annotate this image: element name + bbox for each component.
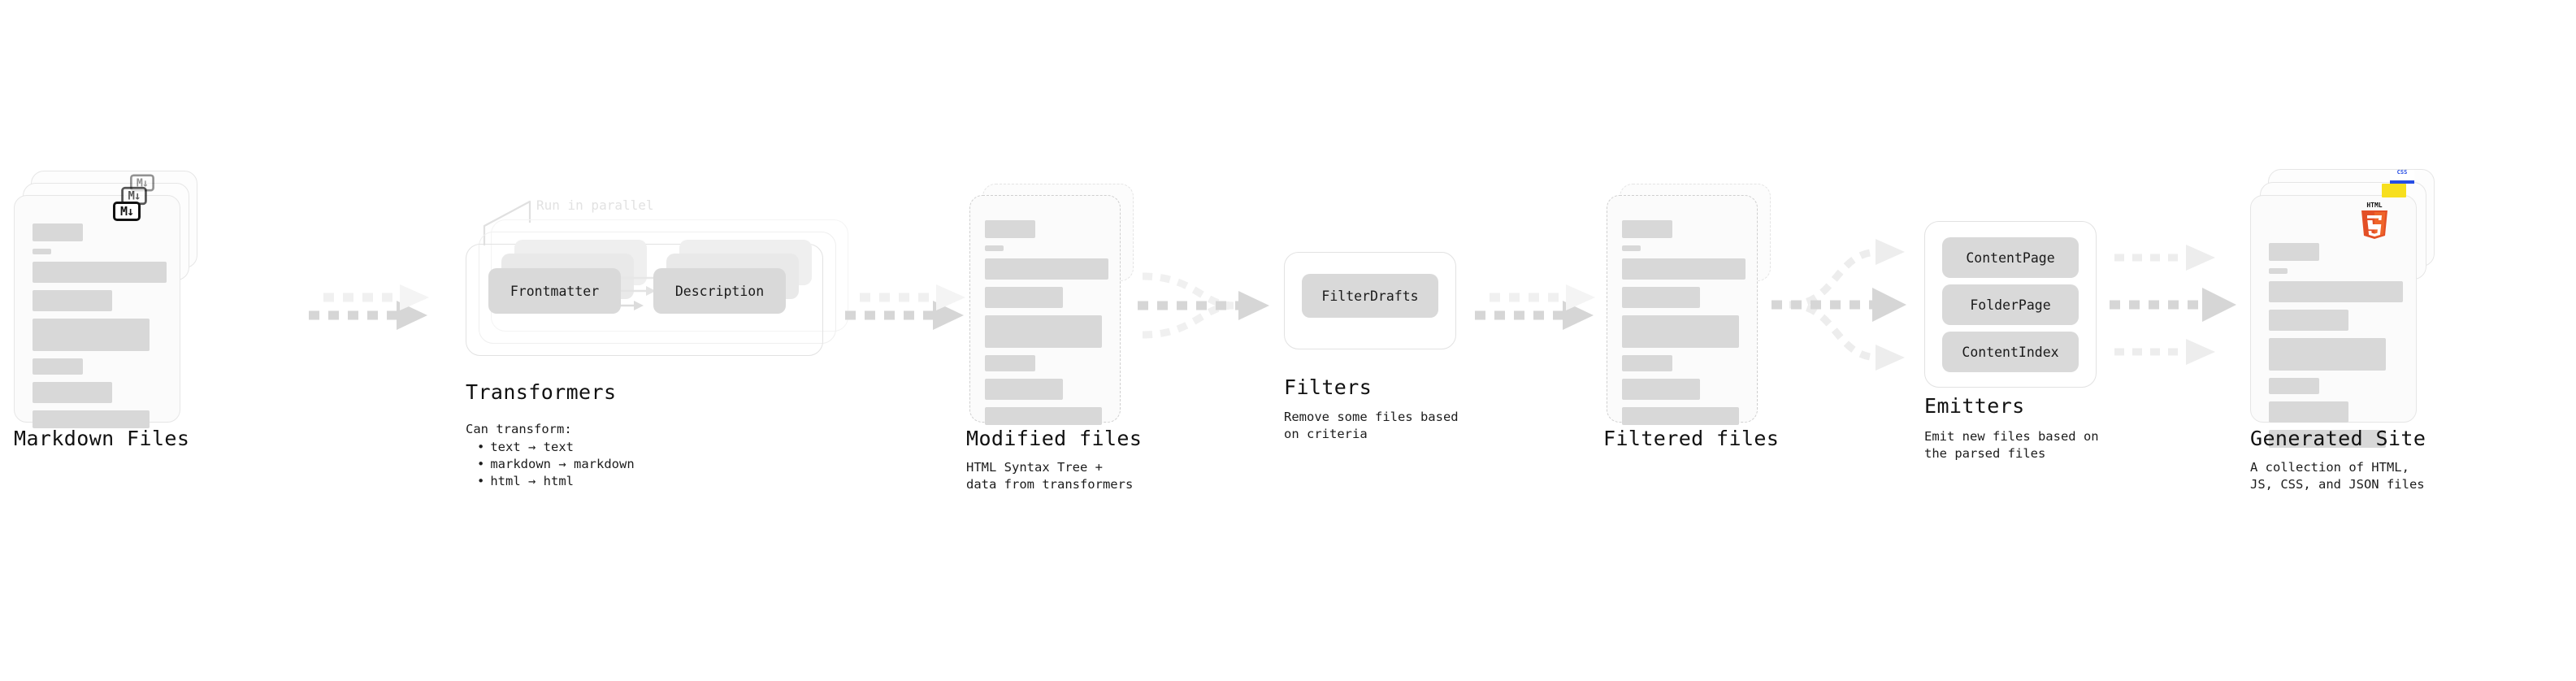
file-content-placeholder <box>2269 243 2403 455</box>
filters-group <box>1284 252 1456 349</box>
file-content-placeholder <box>33 223 167 436</box>
arrow-modified-to-filters <box>1138 272 1269 339</box>
transformers-title: Transformers <box>466 380 617 404</box>
modified-files-title: Modified files <box>966 427 1143 450</box>
transformer-pill-frontmatter-label: Frontmatter <box>510 283 600 299</box>
markdown-files-title: Markdown Files <box>14 427 190 450</box>
emitter-pill-contentpage-label: ContentPage <box>1966 249 2055 266</box>
arrow-filters-to-filtered <box>1475 284 1595 330</box>
svg-text:HTML: HTML <box>2366 202 2382 209</box>
generated-site-title: Generated Site <box>2250 427 2426 450</box>
run-in-parallel-label: Run in parallel <box>536 197 654 213</box>
emitters-subtitle: Emit new files based on the parsed files <box>1924 429 2099 461</box>
transformer-pill-description-label: Description <box>674 283 765 299</box>
markdown-file-card-front <box>14 195 180 428</box>
arrow-markdown-to-transformers <box>309 284 429 330</box>
transformers-bullet-2: html → html <box>477 473 635 490</box>
generated-site-subtitle: A collection of HTML, JS, CSS, and JSON … <box>2250 460 2425 492</box>
emitter-pill-contentindex[interactable]: ContentIndex <box>1942 332 2079 372</box>
filtered-files-title: Filtered files <box>1603 427 1780 450</box>
filter-pill-filterdrafts[interactable]: FilterDrafts <box>1302 274 1438 318</box>
filters-subtitle: Remove some files based on criteria <box>1284 410 1459 441</box>
transformers-bullets-heading: Can transform: <box>466 422 572 436</box>
emitters-title: Emitters <box>1924 394 2025 418</box>
modified-files-subtitle: HTML Syntax Tree + data from transformer… <box>966 460 1134 492</box>
transformer-pill-frontmatter[interactable]: Frontmatter <box>488 268 621 314</box>
emitters-group <box>1924 221 2097 388</box>
modified-file-card-front <box>969 195 1121 425</box>
transformers-bullet-list: Can transform: text → text markdown → ma… <box>466 421 635 490</box>
transformers-layer-mid <box>479 232 836 344</box>
file-content-placeholder <box>1622 220 1746 432</box>
arrow-filtered-to-emitters <box>1772 239 1906 371</box>
transformer-pill-description[interactable]: Description <box>653 268 786 314</box>
transformers-bullet-0: text → text <box>477 439 635 456</box>
arrow-emitters-to-site <box>2110 245 2236 365</box>
emitter-pill-folderpage[interactable]: FolderPage <box>1942 284 2079 325</box>
arrow-transformers-to-modified <box>845 284 965 330</box>
file-content-placeholder <box>985 220 1108 432</box>
html5-icon: HTML <box>2359 200 2390 239</box>
markdown-icon: M↓ <box>113 202 141 221</box>
filtered-file-card-front <box>1607 195 1758 425</box>
transformers-bullet-1: markdown → markdown <box>477 456 634 473</box>
js-icon <box>2382 184 2406 197</box>
filters-title: Filters <box>1284 375 1373 399</box>
emitter-pill-folderpage-label: FolderPage <box>1970 297 2051 313</box>
site-file-card-html <box>2250 195 2417 448</box>
filter-pill-filterdrafts-label: FilterDrafts <box>1321 288 1419 304</box>
css-icon: CSS <box>2390 170 2414 184</box>
emitter-pill-contentindex-label: ContentIndex <box>1962 344 2059 360</box>
emitter-pill-contentpage[interactable]: ContentPage <box>1942 237 2079 278</box>
